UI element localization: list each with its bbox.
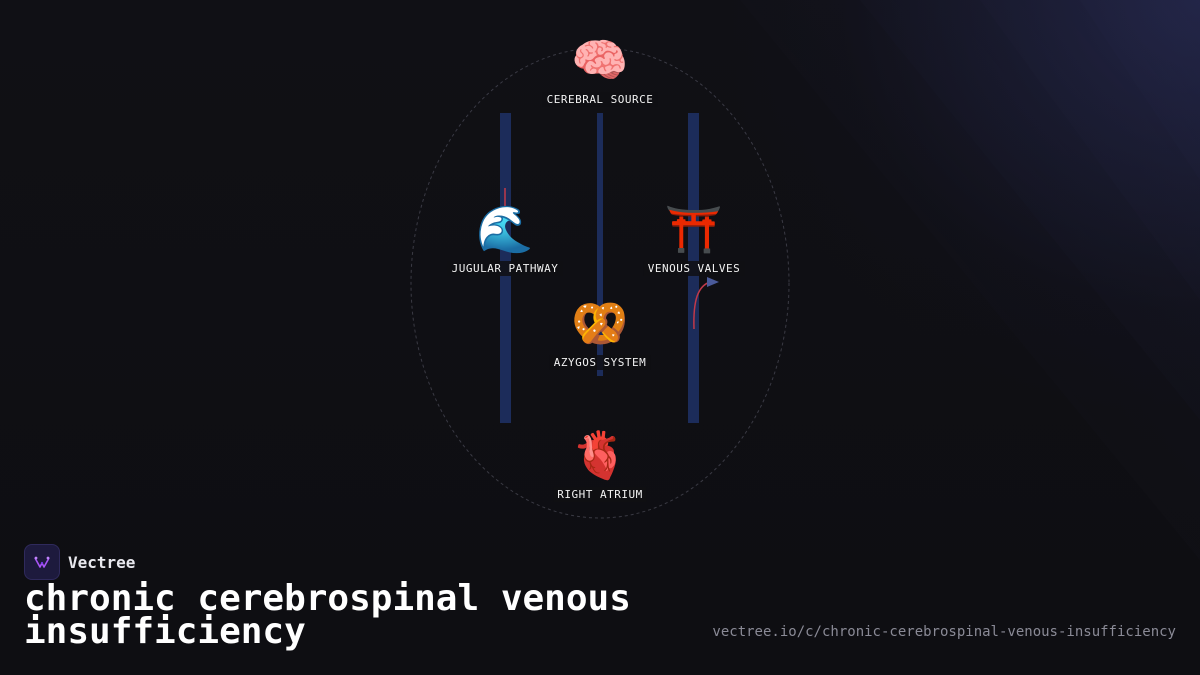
node-cerebral-source[interactable]: 🧠 CEREBRAL SOURCE bbox=[542, 33, 658, 107]
node-jugular-pathway[interactable]: 🌊 JUGULAR PATHWAY bbox=[447, 202, 563, 276]
node-azygos-system[interactable]: 🥨 AZYGOS SYSTEM bbox=[549, 296, 651, 370]
node-venous-valves[interactable]: ⛩️ VENOUS VALVES bbox=[643, 202, 745, 276]
node-right-atrium[interactable]: 🫀 RIGHT ATRIUM bbox=[553, 428, 647, 502]
node-label: JUGULAR PATHWAY bbox=[447, 261, 563, 276]
background-rays bbox=[740, 0, 1200, 560]
pretzel-icon: 🥨 bbox=[571, 296, 629, 350]
node-label: CEREBRAL SOURCE bbox=[542, 92, 658, 107]
center-channel bbox=[597, 113, 603, 376]
diagram-outline bbox=[410, 47, 790, 519]
page-url[interactable]: vectree.io/c/chronic-cerebrospinal-venou… bbox=[712, 624, 1176, 640]
heart-icon: 🫀 bbox=[571, 428, 629, 482]
node-label: RIGHT ATRIUM bbox=[553, 487, 647, 502]
node-label: AZYGOS SYSTEM bbox=[549, 355, 651, 370]
arrow-head-icon bbox=[707, 277, 719, 287]
wave-icon: 🌊 bbox=[476, 202, 534, 256]
brain-icon: 🧠 bbox=[571, 33, 629, 87]
brand-name: Vectree bbox=[68, 552, 136, 572]
torii-gate-icon: ⛩️ bbox=[665, 202, 723, 256]
node-label: VENOUS VALVES bbox=[643, 261, 745, 276]
brand[interactable]: Vectree bbox=[24, 544, 135, 580]
page-title: chronic cerebrospinal venous insufficien… bbox=[24, 578, 631, 652]
vectree-logo-icon bbox=[24, 544, 60, 580]
